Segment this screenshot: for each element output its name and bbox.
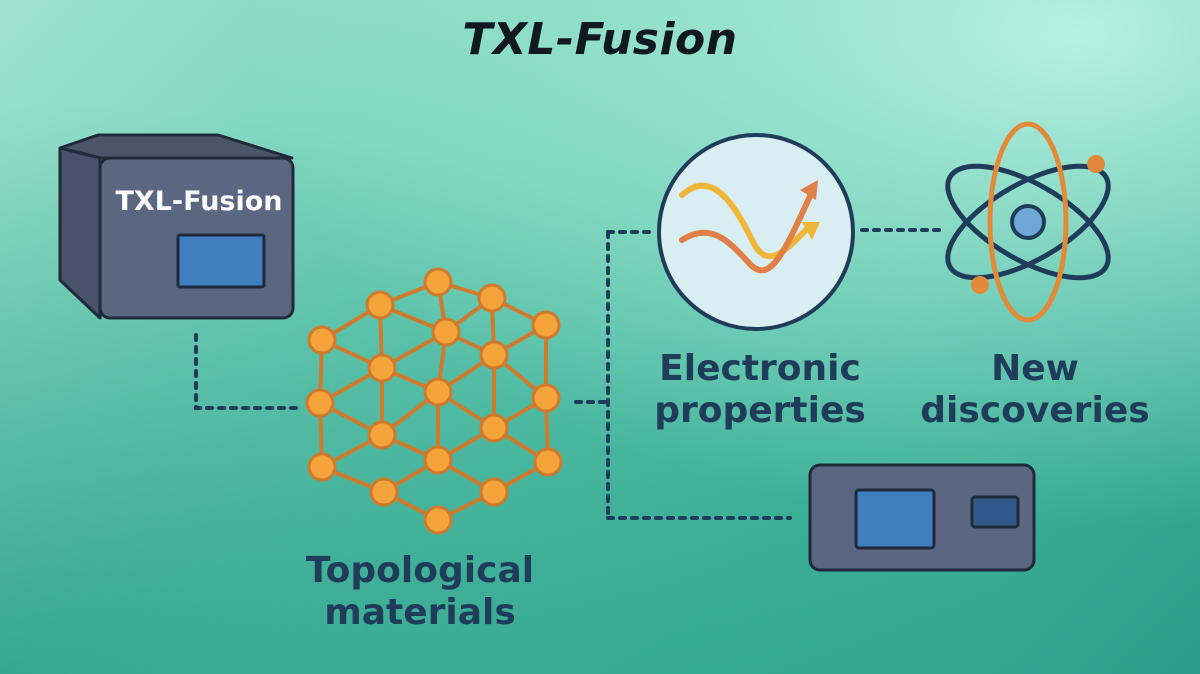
lattice-node: [533, 447, 563, 477]
lattice-node: [305, 388, 335, 418]
wave-yellow: [679, 182, 811, 260]
lattice-node: [477, 283, 507, 313]
electronic-properties-icon: [657, 133, 855, 331]
atom-orbit-1: [945, 163, 1111, 281]
device-label: TXL-Fusion: [115, 186, 283, 217]
lattice-node: [531, 310, 561, 340]
atom-orbit-vertical: [987, 121, 1069, 323]
lattice-node: [307, 325, 337, 355]
instrument-screen: [854, 488, 936, 550]
atom-electron-2: [971, 276, 989, 294]
connector-device-to-lattice: [194, 333, 304, 410]
lattice-node: [479, 413, 509, 443]
electronic-circle: [657, 133, 855, 331]
atom-icon: [945, 121, 1111, 323]
txl-fusion-device: [58, 133, 295, 320]
lattice-node: [423, 377, 453, 407]
lattice-node: [367, 353, 397, 383]
lattice-node: [369, 477, 399, 507]
device-top-face: [58, 133, 294, 160]
instrument-indicator: [970, 495, 1020, 529]
lattice-node: [307, 452, 337, 482]
lattice-node: [531, 383, 561, 413]
device-side-face: [58, 146, 102, 320]
page-title: TXL-Fusion: [462, 14, 738, 65]
lattice-node: [479, 477, 509, 507]
label-electronic-properties: Electronic properties: [654, 348, 866, 432]
wave-orange: [679, 189, 815, 274]
lattice-node: [479, 340, 509, 370]
atom-orbit-2: [945, 163, 1111, 281]
lattice-node: [423, 445, 453, 475]
atom-electron-1: [1087, 155, 1105, 173]
lattice-node: [431, 317, 461, 347]
connectors: [194, 228, 942, 520]
wave-yellow-arrowhead: [802, 222, 820, 240]
lattice-node: [423, 267, 453, 297]
lattice-node: [365, 290, 395, 320]
instrument-device: [808, 463, 1036, 572]
topological-lattice: [305, 267, 563, 535]
lattice-node: [367, 420, 397, 450]
label-topological-materials: Topological materials: [305, 550, 535, 634]
wave-orange-arrowhead: [800, 180, 818, 200]
lattice-node: [423, 505, 453, 535]
atom-nucleus: [1010, 204, 1046, 240]
device-screen: [176, 233, 266, 289]
label-new-discoveries: New discoveries: [920, 348, 1150, 432]
